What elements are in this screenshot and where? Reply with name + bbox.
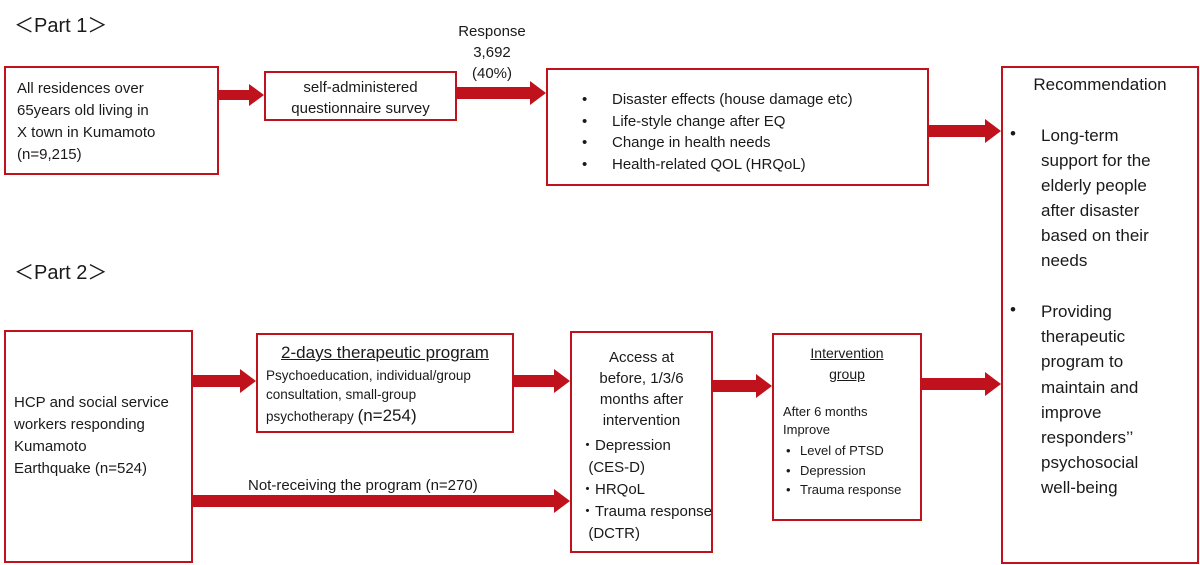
not-receiving-label: Not-receiving the program (n=270) [248, 477, 478, 494]
intervention-after: After 6 months [783, 404, 868, 419]
intervention-item: •Depression [786, 462, 866, 478]
program-title: 2-days therapeutic program [281, 343, 489, 362]
intervention-list: •Level of PTSD •Depression •Trauma respo… [786, 441, 901, 500]
population-line: X town in Kumamoto [17, 124, 156, 141]
recommendation-line: responders’’ [1041, 428, 1134, 448]
program-sample-size: (n=254) [357, 406, 417, 425]
hcp-box: HCP and social service workers respondin… [4, 330, 193, 563]
recommendation-bullet-icon: • [1010, 300, 1016, 319]
arrow-right-icon [193, 489, 570, 513]
arrow-right-icon [193, 369, 256, 393]
recommendation-line: after disaster [1041, 201, 1140, 220]
survey-box: self-administered questionnaire survey [264, 71, 457, 121]
access-measure: (DCTR) [580, 525, 640, 542]
intervention-item: •Level of PTSD [786, 443, 884, 458]
population-sample-size: (n=9,215) [17, 146, 82, 163]
access-line: intervention [602, 412, 681, 429]
access-measure: ・Depression [580, 437, 671, 454]
recommendation-box: Recommendation • Long-term support for t… [1001, 66, 1199, 564]
recommendation-line: support for the [1041, 151, 1151, 170]
access-measure: ・HRQoL [580, 481, 646, 498]
recommendation-line: program to [1041, 352, 1124, 372]
intervention-box: Intervention group After 6 months Improv… [772, 333, 922, 521]
survey-line: questionnaire survey [291, 100, 430, 117]
access-line: before, 1/3/6 [599, 370, 684, 387]
program-line: consultation, small-group [266, 387, 417, 402]
recommendation-line: psychosocial [1041, 453, 1139, 473]
recommendation-bullet-icon: • [1010, 124, 1016, 143]
intervention-title: Intervention [810, 345, 884, 361]
arrow-right-icon [922, 372, 1001, 396]
arrow-right-icon [929, 119, 1001, 143]
arrow-right-icon [219, 84, 264, 106]
part2-heading: ＜Part 2＞ [14, 262, 108, 284]
access-box: Access at before, 1/3/6 months after int… [570, 331, 713, 553]
program-line: psychotherapy (n=254) [266, 406, 417, 426]
access-line: months after [599, 391, 684, 408]
intervention-title: group [829, 366, 865, 382]
recommendation-line: maintain and [1041, 377, 1139, 397]
recommendation-line: therapeutic [1041, 327, 1126, 347]
arrow-right-icon [457, 81, 546, 105]
arrow-right-icon [713, 374, 772, 398]
survey-items-box: Disaster effects (house damage etc) Life… [546, 68, 929, 186]
population-box: All residences over 65years old living i… [4, 66, 219, 175]
access-measure: (CES-D) [580, 459, 645, 476]
program-line: Psychoeducation, individual/group [266, 368, 471, 383]
program-box: 2-days therapeutic program Psychoeducati… [256, 333, 514, 433]
recommendation-line: elderly people [1041, 176, 1147, 195]
hcp-line: HCP and social service [14, 394, 169, 411]
hcp-sample-size: Earthquake (n=524) [14, 460, 148, 477]
survey-item: Change in health needs [574, 132, 853, 154]
intervention-item-text: Depression [800, 462, 866, 478]
survey-line: self-administered [303, 79, 418, 96]
survey-item: Life-style change after EQ [574, 111, 853, 133]
program-line-text: psychotherapy [266, 409, 358, 424]
response-label: Response [458, 23, 526, 40]
survey-item: Disaster effects (house damage etc) [574, 89, 853, 111]
recommendation-line: Long-term [1041, 126, 1119, 145]
recommendation-item-1: Long-term support for the elderly people… [1041, 123, 1151, 273]
response-rate: (40%) [471, 65, 512, 82]
part1-heading: ＜Part 1＞ [14, 15, 108, 37]
recommendation-title: Recommendation [1033, 75, 1167, 94]
recommendation-item-2: Providing therapeutic program to maintai… [1041, 299, 1138, 501]
intervention-item: •Trauma response [786, 482, 902, 497]
hcp-line: Kumamoto [14, 438, 87, 455]
intervention-after: Improve [783, 422, 830, 437]
intervention-item-text: Level of PTSD [800, 443, 884, 458]
recommendation-line: well-being [1041, 478, 1118, 498]
hcp-line: workers responding [14, 416, 145, 433]
arrow-right-icon [514, 369, 570, 393]
population-line: 65years old living in [17, 102, 149, 119]
recommendation-line: improve [1041, 402, 1102, 422]
access-line: Access at [608, 349, 675, 366]
response-count: 3,692 [473, 44, 511, 61]
recommendation-line: Providing [1041, 302, 1112, 321]
survey-item: Health-related QOL (HRQoL) [574, 154, 853, 176]
population-line: All residences over [17, 80, 144, 97]
access-measure: ・Trauma response [580, 503, 712, 520]
recommendation-line: needs [1041, 251, 1088, 270]
intervention-item-text: Trauma response [800, 482, 902, 497]
recommendation-line: based on their [1041, 226, 1149, 245]
